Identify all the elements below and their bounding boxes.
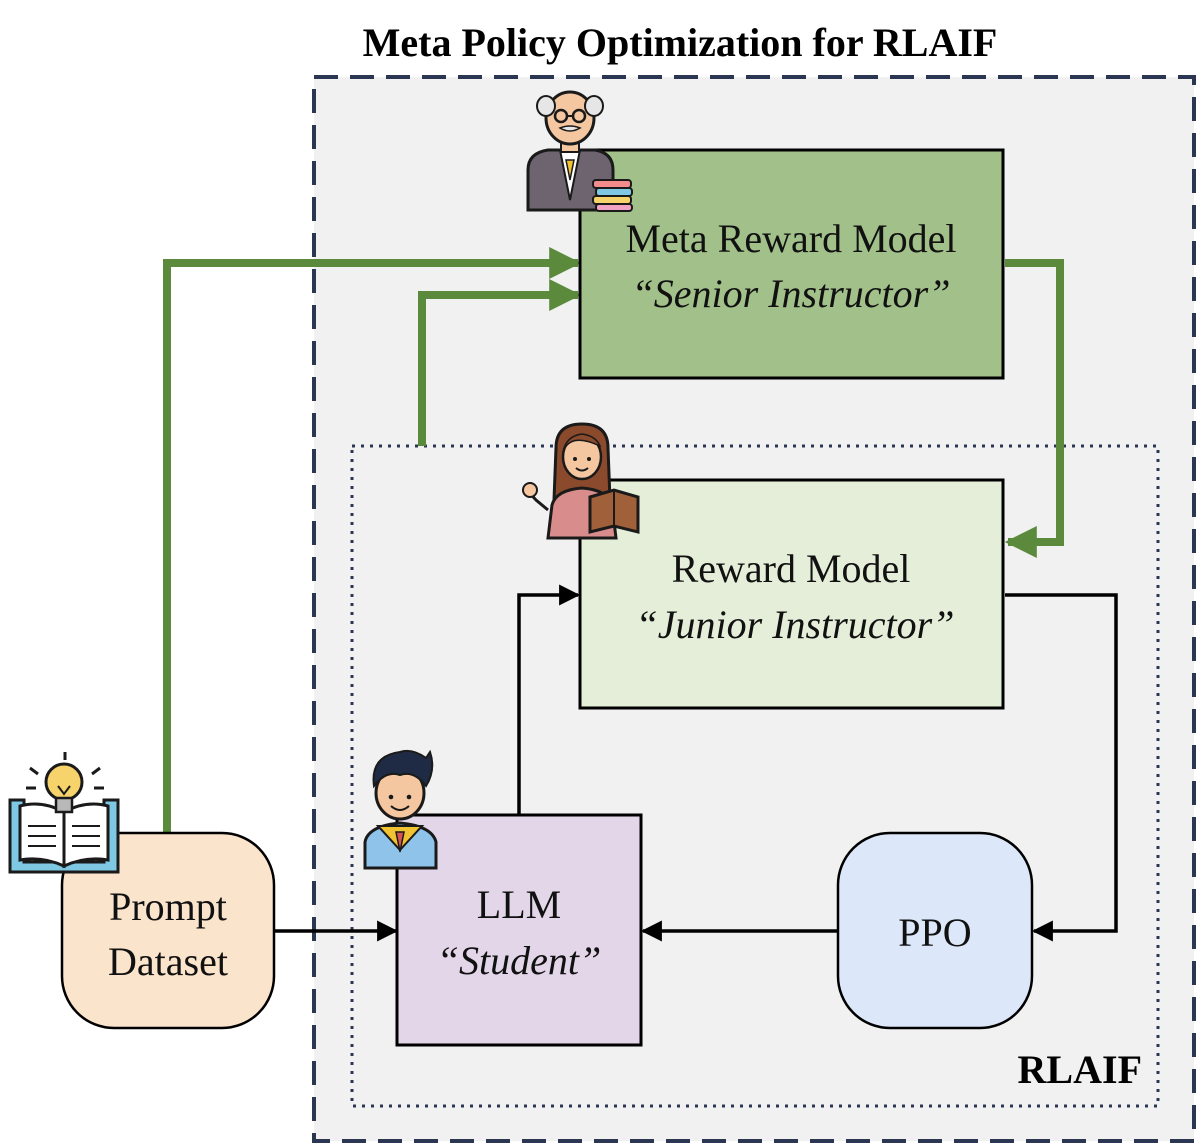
idea-book-icon: [8, 752, 120, 874]
prompt-dataset-box: [60, 831, 276, 1030]
edge-reward-to-ppo: [1005, 593, 1118, 942]
reward-model-node: Reward Model “Junior Instructor”: [578, 478, 1005, 710]
student-icon: [363, 749, 438, 870]
meta-reward-model-box: [578, 148, 1005, 380]
diagram-title: Meta Policy Optimization for RLAIF: [363, 20, 998, 65]
senior-instructor-icon: [526, 90, 633, 212]
ppo-box: [836, 831, 1034, 1030]
llm-node: LLM “Student”: [395, 813, 643, 1047]
edge-prompt-to-meta: [163, 247, 582, 833]
llm-title: LLM: [477, 882, 561, 927]
meta-reward-model-node: Meta Reward Model “Senior Instructor”: [578, 148, 1005, 380]
llm-subtitle: “Student”: [437, 938, 601, 983]
reward-model-box: [578, 478, 1005, 710]
llm-box: [395, 813, 643, 1047]
reward-model-subtitle: “Junior Instructor”: [636, 602, 955, 647]
junior-instructor-icon: [522, 422, 640, 540]
prompt-dataset-node: Prompt Dataset: [60, 831, 276, 1030]
reward-model-title: Reward Model: [672, 546, 911, 591]
edge-rlaif-to-meta: [418, 279, 582, 446]
prompt-dataset-line2: Dataset: [108, 939, 228, 984]
edge-meta-to-reward: [1004, 259, 1064, 558]
prompt-dataset-line1: Prompt: [109, 884, 227, 929]
rlaif-label: RLAIF: [1018, 1047, 1142, 1092]
edge-llm-to-reward: [517, 584, 581, 815]
ppo-title: PPO: [898, 910, 971, 955]
meta-reward-model-subtitle: “Senior Instructor”: [632, 271, 951, 316]
meta-reward-model-title: Meta Reward Model: [625, 216, 956, 261]
ppo-node: PPO: [836, 831, 1034, 1030]
rlaif-inner-region: [350, 444, 1160, 1108]
